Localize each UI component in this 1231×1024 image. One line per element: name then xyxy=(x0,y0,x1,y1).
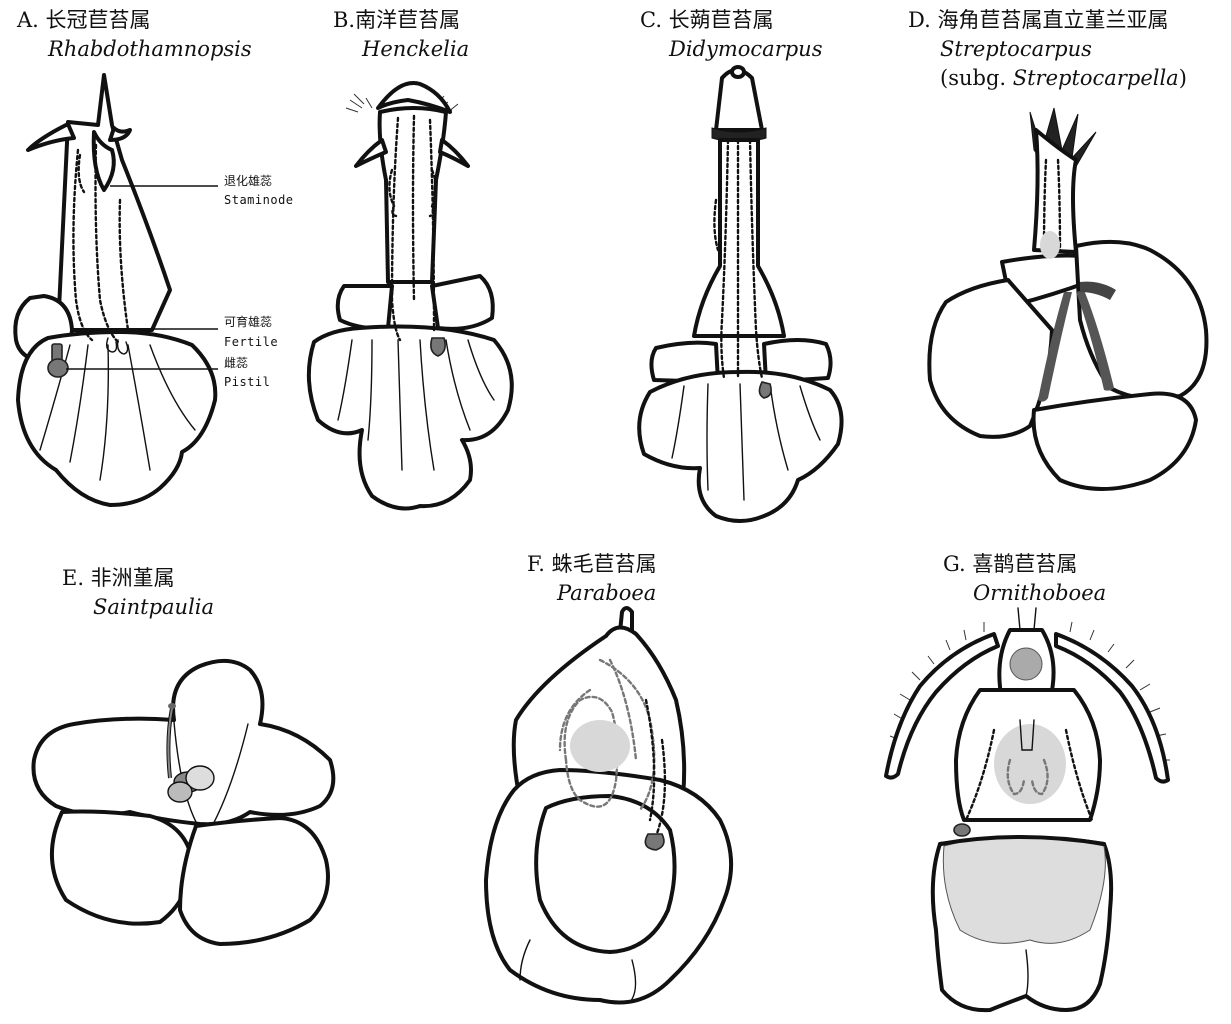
flower-a-drawing xyxy=(15,75,218,505)
flower-c-drawing xyxy=(639,67,841,521)
flower-e-drawing xyxy=(33,661,333,944)
flower-f-drawing xyxy=(486,608,731,1003)
flower-d-drawing xyxy=(929,108,1206,489)
flower-g-drawing xyxy=(886,608,1170,1010)
flower-b-drawing xyxy=(309,83,512,508)
